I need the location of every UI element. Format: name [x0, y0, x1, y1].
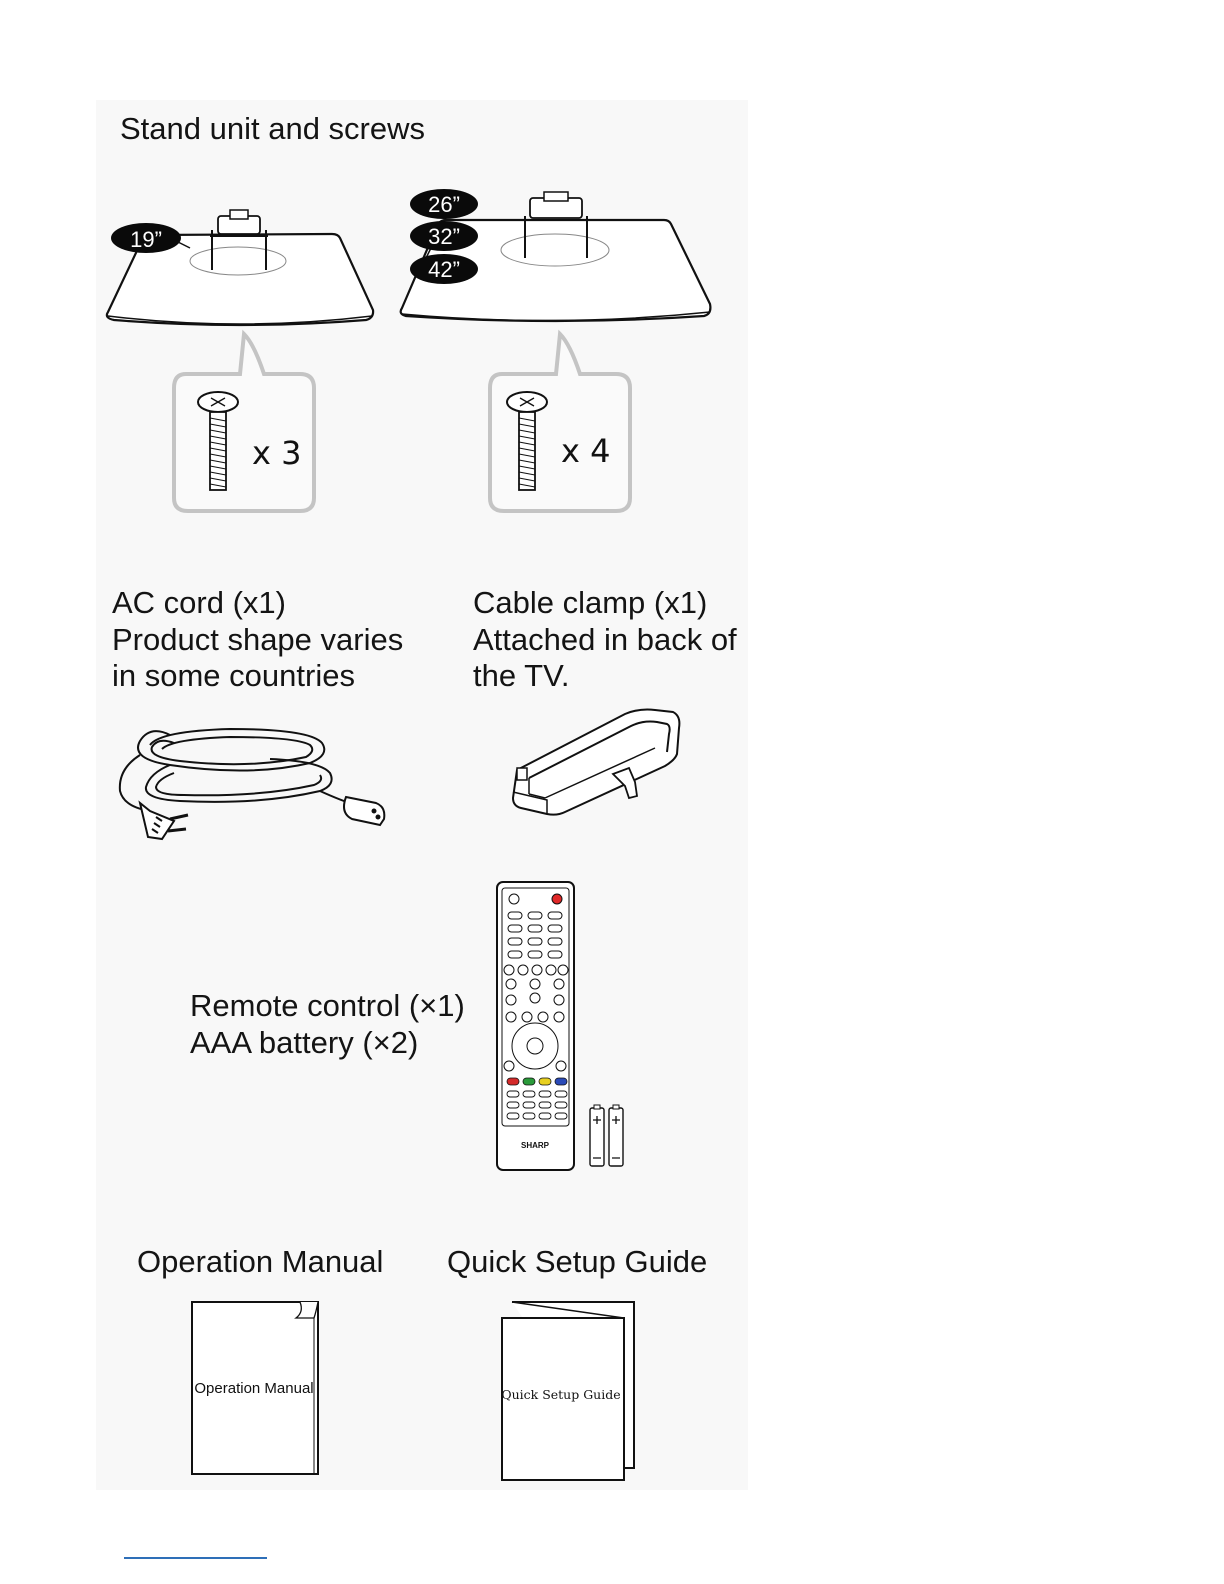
remote-description: Remote control (×1) AAA battery (×2): [190, 988, 465, 1061]
blue-key-icon: [555, 1078, 567, 1085]
small-screw-callout: [174, 334, 314, 511]
large-screw-count: x 4: [561, 432, 610, 470]
small-screw-count: x 3: [252, 434, 301, 472]
badge-26-label: 26”: [428, 192, 460, 217]
remote-brand-logo: SHARP: [521, 1141, 550, 1150]
large-screw-callout: [490, 334, 630, 511]
operation-manual-illustration: Operation Manual: [188, 1298, 328, 1480]
power-button-icon: [552, 894, 562, 904]
remote-line-2: AAA battery (×2): [190, 1025, 465, 1062]
ac-cord-line-1: AC cord (x1): [112, 585, 403, 622]
badge-42-label: 42”: [428, 257, 460, 282]
operation-manual-title: Operation Manual: [137, 1244, 383, 1281]
ac-cord-line-2: Product shape varies: [112, 622, 403, 659]
red-key-icon: [507, 1078, 519, 1085]
quick-setup-guide-illustration: Quick Setup Guide: [498, 1298, 643, 1484]
battery-icon: [590, 1105, 604, 1166]
badge-19-label: 19”: [130, 227, 162, 252]
ac-cord-illustration: [110, 715, 400, 845]
remote-control-illustration: SHARP: [495, 880, 635, 1175]
green-key-icon: [523, 1078, 535, 1085]
quick-setup-guide-title: Quick Setup Guide: [447, 1244, 707, 1281]
plug-icon: [140, 803, 188, 839]
ac-cord-description: AC cord (x1) Product shape varies in som…: [112, 585, 403, 695]
ac-cord-line-3: in some countries: [112, 658, 403, 695]
cable-clamp-line-3: the TV.: [473, 658, 737, 695]
yellow-key-icon: [539, 1078, 551, 1085]
quick-setup-guide-cover-text: Quick Setup Guide: [501, 1387, 620, 1402]
cable-clamp-line-1: Cable clamp (x1): [473, 585, 737, 622]
badge-32-label: 32”: [428, 224, 460, 249]
large-stand-size-badges: 26” 32” 42”: [410, 189, 478, 284]
page-link-underline: [124, 1557, 267, 1559]
stand-section-title: Stand unit and screws: [120, 111, 425, 148]
cable-clamp-description: Cable clamp (x1) Attached in back of the…: [473, 585, 737, 695]
operation-manual-cover-text: Operation Manual: [194, 1380, 313, 1397]
cable-clamp-illustration: [505, 708, 685, 818]
cable-clamp-line-2: Attached in back of: [473, 622, 737, 659]
battery-icon: [609, 1105, 623, 1166]
connector-icon: [344, 797, 384, 825]
remote-line-1: Remote control (×1): [190, 988, 465, 1025]
stand-illustrations: 19” 26” 32” 42” x 3 x: [100, 180, 720, 520]
